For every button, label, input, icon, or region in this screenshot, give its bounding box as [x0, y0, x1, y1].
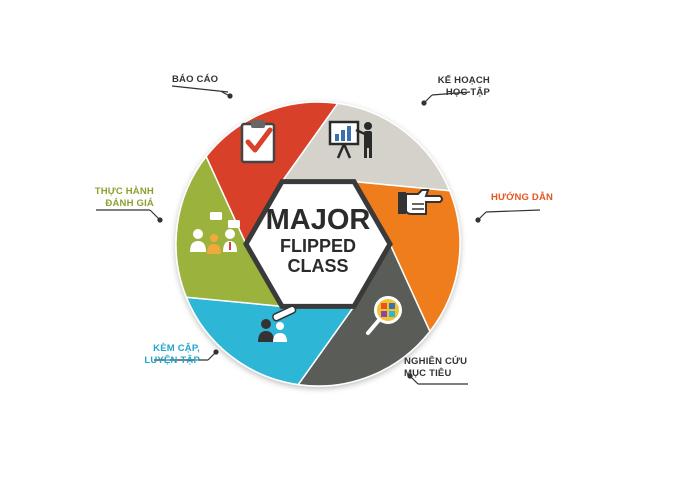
magnifier-icon — [366, 296, 402, 335]
center-hexagon — [243, 179, 393, 309]
center-title-class: CLASS — [287, 256, 348, 276]
segment-huong-dan — [352, 180, 461, 333]
pointing-hand-icon — [398, 189, 443, 215]
label-ke-hoach: KẾ HOẠCH HỌC TẬP — [437, 75, 490, 98]
leader-lines — [96, 85, 541, 385]
center-title-major: MAJOR — [266, 204, 371, 236]
label-bao-cao: BÁO CÁO — [172, 74, 219, 85]
segment-bao-cao — [205, 101, 340, 246]
label-huong-dan: HƯỚNG DẪN — [491, 192, 554, 203]
label-thuc-hanh: THỰC HÀNH ĐÁNH GIÁ — [94, 186, 154, 209]
mentor-diploma-icon — [258, 305, 297, 342]
label-nghien-cuu: NGHIÊN CỨU MỤC TIÊU — [404, 356, 468, 379]
center-title-flipped: FLIPPED — [280, 236, 356, 256]
discussion-people-icon — [190, 212, 240, 254]
label-kem-cap: KÈM CẶP, LUYỆN TẬP — [144, 343, 200, 366]
clipboard-check-icon — [240, 120, 276, 164]
presentation-board-icon — [328, 120, 372, 159]
segment-nghien-cuu — [296, 242, 431, 387]
